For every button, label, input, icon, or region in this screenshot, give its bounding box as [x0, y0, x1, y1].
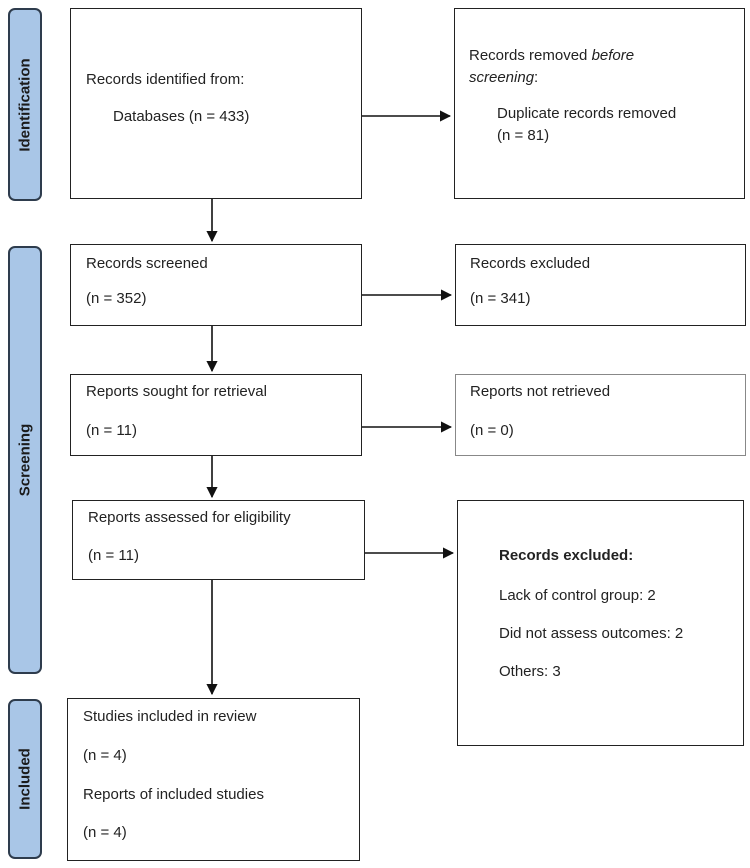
reports-assessed-count: (n = 11): [88, 547, 139, 564]
exclusion-reason-item: Lack of control group: 2: [499, 587, 656, 604]
reports-sought-title: Reports sought for retrieval: [86, 383, 267, 400]
records-identified-title: Records identified from:: [86, 71, 245, 88]
reports-not-retrieved-box: Reports not retrieved (n = 0): [455, 374, 746, 456]
reports-not-retrieved-title: Reports not retrieved: [470, 383, 611, 400]
studies-included-title: Studies included in review: [83, 708, 257, 725]
reports-sought-count: (n = 11): [86, 422, 137, 439]
phase-identification: Identification: [8, 8, 42, 201]
records-screened-title: Records screened: [86, 255, 208, 272]
duplicate-records-count: (n = 81): [497, 127, 550, 144]
duplicate-records-label: Duplicate records removed: [497, 105, 677, 122]
studies-included-count: (n = 4): [83, 747, 127, 764]
phase-screening: Screening: [8, 246, 42, 674]
records-screened-box: Records screened (n = 352): [70, 244, 362, 326]
records-removed-title: Records removed before: [469, 47, 634, 66]
records-removed-title-em: before: [591, 47, 635, 64]
records-excluded-count: (n = 341): [470, 290, 531, 307]
records-removed-title-line2: screening:: [469, 69, 538, 88]
reports-included-title: Reports of included studies: [83, 786, 264, 803]
records-excluded-box: Records excluded (n = 341): [455, 244, 746, 326]
records-removed-title-pre: Records removed: [469, 47, 592, 64]
exclusion-reason-item: Others: 3: [499, 663, 561, 680]
reports-included-count: (n = 4): [83, 824, 127, 841]
reports-sought-box: Reports sought for retrieval (n = 11): [70, 374, 362, 456]
records-screened-count: (n = 352): [86, 290, 147, 307]
records-excluded-title: Records excluded: [470, 255, 591, 272]
records-removed-box: Records removed before screening: Duplic…: [454, 8, 745, 199]
phase-included: Included: [8, 699, 42, 859]
records-identified-databases: Databases (n = 433): [113, 108, 250, 125]
exclusion-reasons-title: Records excluded:: [499, 547, 634, 564]
exclusion-reason-item: Did not assess outcomes: 2: [499, 625, 684, 642]
studies-included-box: Studies included in review (n = 4) Repor…: [67, 698, 360, 861]
reports-assessed-box: Reports assessed for eligibility (n = 11…: [72, 500, 365, 580]
records-removed-title-em2: screening: [469, 69, 535, 86]
records-identified-box: Records identified from: Databases (n = …: [70, 8, 362, 199]
exclusion-reasons-box: Records excluded: Lack of control group:…: [457, 500, 744, 746]
reports-not-retrieved-count: (n = 0): [470, 422, 514, 439]
records-removed-title-post: :: [534, 69, 539, 86]
reports-assessed-title: Reports assessed for eligibility: [88, 509, 291, 526]
